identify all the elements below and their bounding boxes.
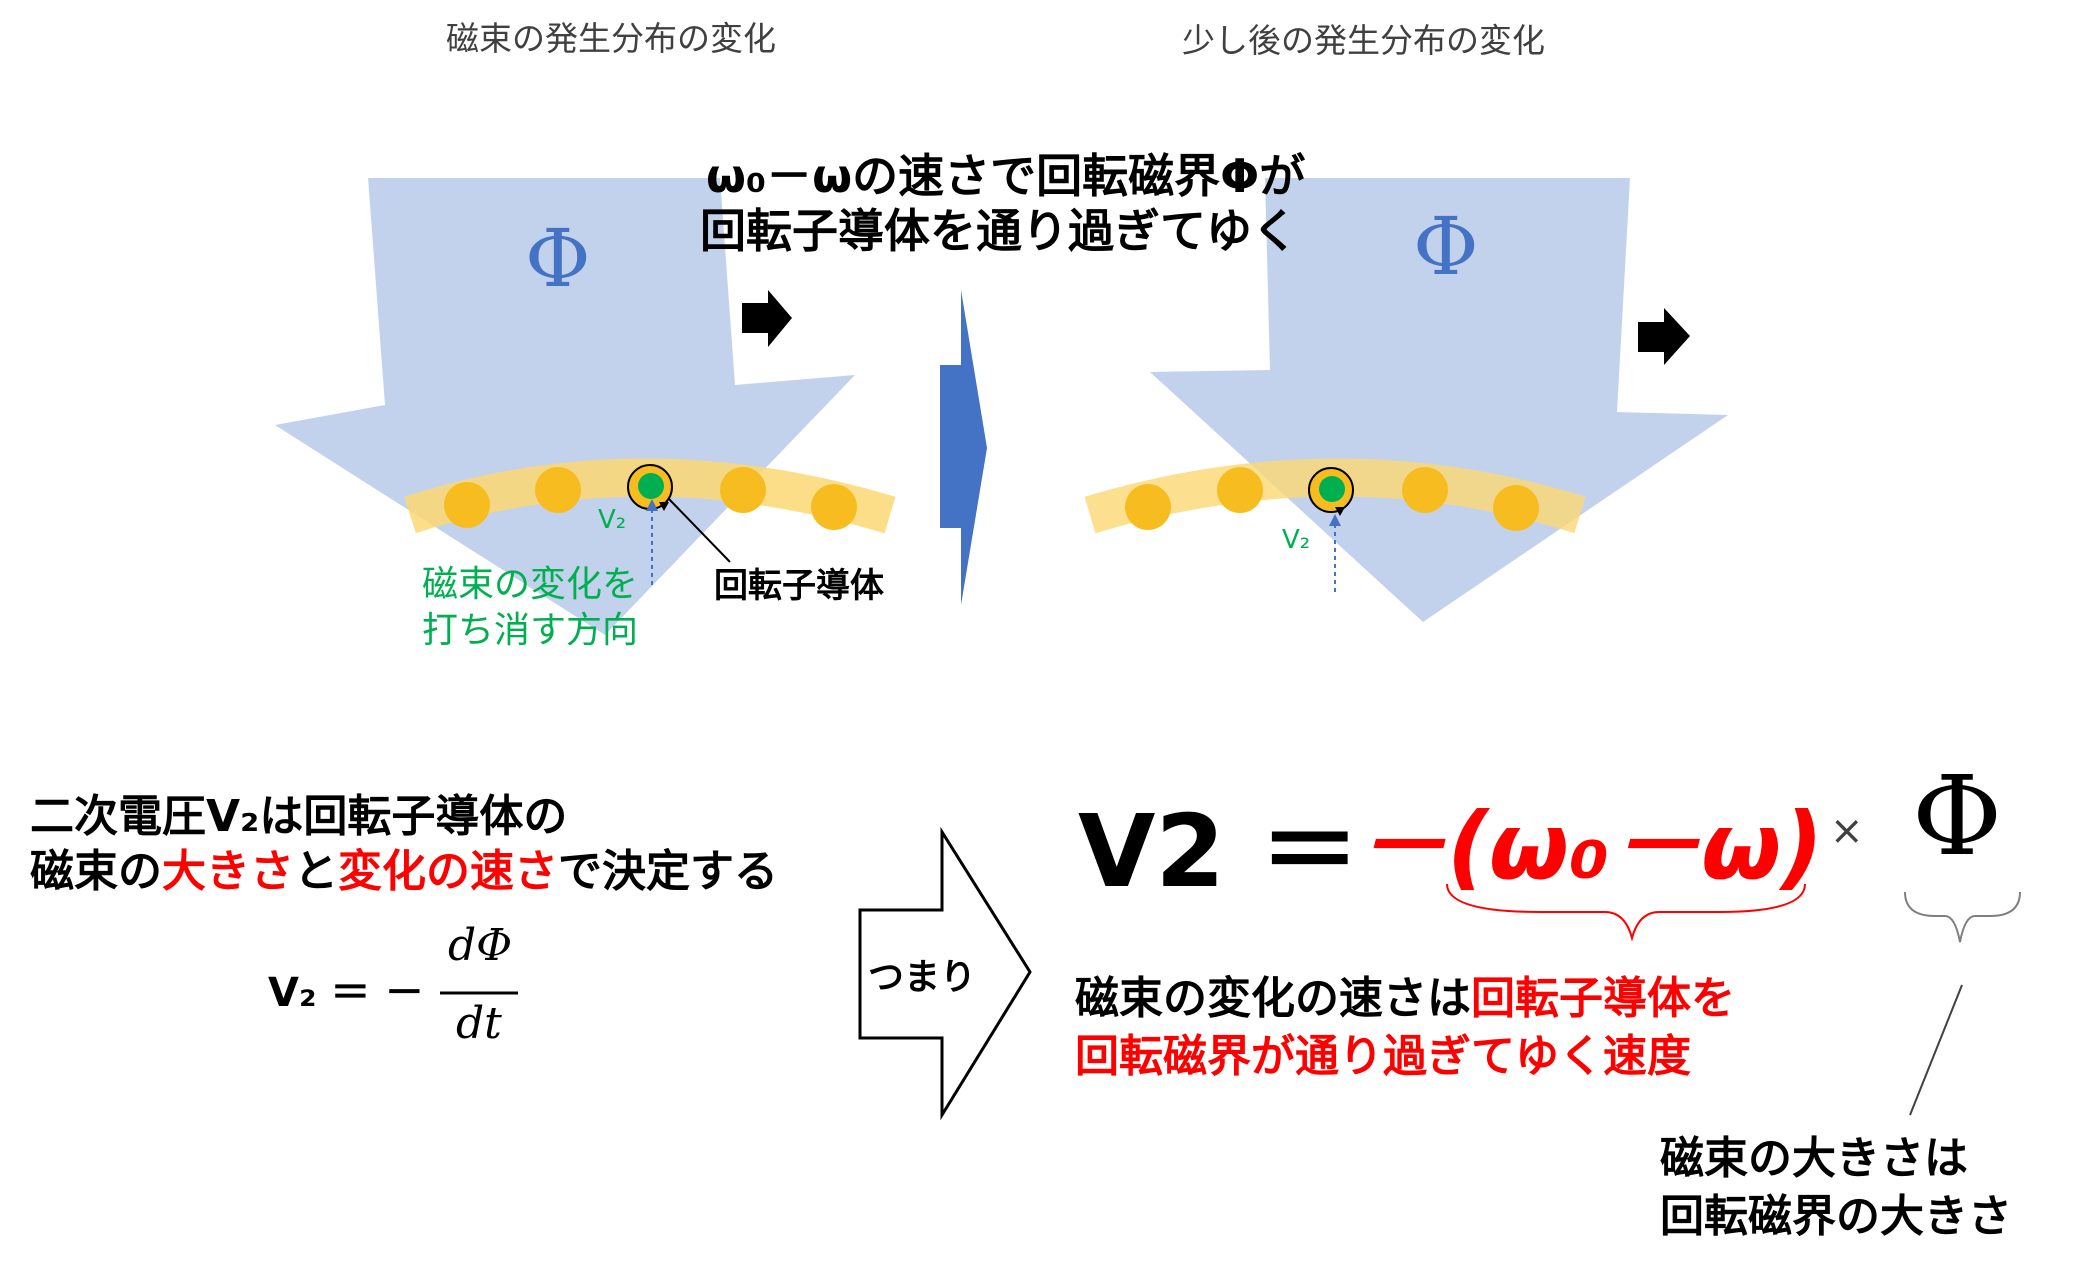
current-direction-marker-right <box>1335 507 1345 516</box>
big-formula-phi: Φ <box>1912 752 2003 880</box>
statement-text: と <box>294 846 338 897</box>
rotor-dot <box>720 467 766 513</box>
v2-label-left: V₂ <box>598 505 627 535</box>
left-panel <box>275 178 896 635</box>
formula-lhs: V₂ ＝ － <box>268 970 425 1016</box>
therefore-arrow <box>858 826 1032 1121</box>
conductor-label: 回転子導体 <box>714 566 884 606</box>
rotor-dot <box>1402 467 1448 513</box>
transition-arrow <box>940 290 987 605</box>
caption-right: 少し後の発生分布の変化 <box>1182 21 1545 60</box>
statement-magnitude: 大きさ <box>162 846 294 897</box>
caption-left: 磁束の発生分布の変化 <box>446 19 776 58</box>
voltage-statement-line2: 磁束の大きさと変化の速さで決定する <box>30 835 778 899</box>
headline-line1: ω₀－ωの速さで回転磁界Φが <box>706 149 1306 203</box>
rotor-conductor-right <box>1319 476 1345 502</box>
rotor-dots-left <box>444 467 857 530</box>
rotor-dot <box>1125 484 1171 530</box>
current-direction-marker-left <box>659 502 669 511</box>
direction-label-line2: 打ち消す方向 <box>422 610 639 651</box>
motion-arrow-right <box>1638 308 1690 365</box>
phi-brace <box>1904 891 2021 943</box>
statement-rate: 変化の速さ <box>338 846 558 897</box>
magnitude-note-line1: 磁束の大きさは <box>1660 1133 1968 1184</box>
magnitude-note-line2: 回転磁界の大きさ <box>1660 1191 2012 1242</box>
rotor-dot <box>535 467 581 513</box>
right-panel <box>1084 178 1728 622</box>
rate-brace <box>1446 883 1806 942</box>
explanation-highlight: 回転子導体を <box>1471 973 1735 1024</box>
phi-symbol-left: Φ <box>525 212 591 305</box>
statement-text: 磁束の <box>30 846 162 897</box>
explanation-line1: 磁束の変化の速さは回転子導体を <box>1075 962 1735 1026</box>
explanation-text: 磁束の変化の速さは <box>1075 973 1471 1024</box>
rotor-dot <box>1493 485 1539 531</box>
rotor-conductor-left <box>638 473 664 499</box>
big-formula-times: × <box>1830 808 1864 854</box>
explanation-line2: 回転磁界が通り過ぎてゆく速度 <box>1075 1031 1691 1082</box>
motion-arrow-left <box>742 290 792 347</box>
v2-label-right: V₂ <box>1282 525 1311 555</box>
formula-numerator: dΦ <box>448 920 513 971</box>
magnitude-leader-line <box>1909 984 1963 1116</box>
rotor-dot <box>1217 467 1263 513</box>
big-formula-lhs: V2 ＝ <box>1078 793 1360 910</box>
formula-denominator: dt <box>456 998 502 1049</box>
direction-label-line1: 磁束の変化を <box>422 564 639 605</box>
rotor-dots-right <box>1125 467 1539 531</box>
headline-line2: 回転子導体を通り過ぎてゆく <box>700 204 1298 258</box>
phi-symbol-right: Φ <box>1413 200 1479 293</box>
flux-arrow-left <box>275 178 855 635</box>
rotor-dot <box>444 482 490 528</box>
therefore-label: つまり <box>868 957 977 998</box>
statement-text: で決定する <box>558 846 778 897</box>
big-formula-rate: －(ω₀－ω) <box>1355 793 1824 900</box>
conductor-leader-line <box>667 497 731 563</box>
flux-arrow-right <box>1150 178 1728 622</box>
voltage-statement-line1: 二次電圧V₂は回転子導体の <box>30 791 568 842</box>
rotor-dot <box>811 484 857 530</box>
